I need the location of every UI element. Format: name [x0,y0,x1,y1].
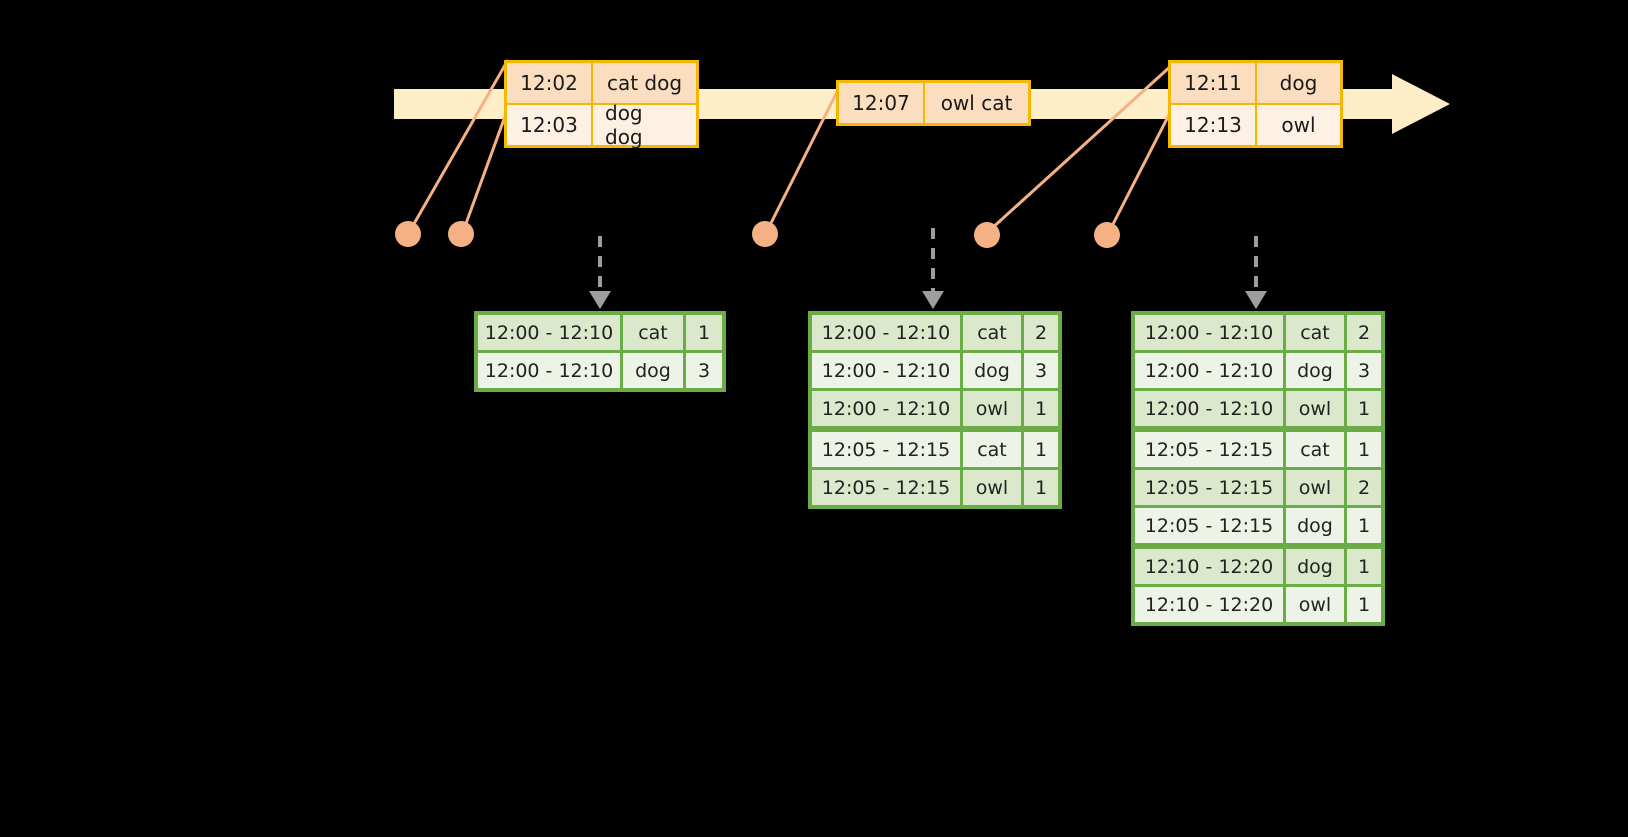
count-cell: 1 [1024,432,1058,467]
event-dot-1213[interactable] [1094,222,1120,248]
key-cell: dog [1286,353,1344,388]
window-cell: 12:05 - 12:15 [1135,470,1283,505]
count-cell: 3 [686,353,722,388]
window-cell: 12:05 - 12:15 [812,432,960,467]
count-cell: 3 [1347,353,1381,388]
event-words: dog [1257,63,1340,103]
window-cell: 12:00 - 12:10 [1135,391,1283,426]
event-time: 12:03 [507,105,593,145]
window-cell: 12:05 - 12:15 [1135,432,1283,467]
event-row[interactable]: 12:02 cat dog [507,63,696,103]
event-time: 12:11 [1171,63,1257,103]
window-cell: 12:00 - 12:10 [1135,315,1283,350]
connector-line-1213 [1108,104,1176,231]
key-cell: owl [1286,587,1344,622]
key-cell: owl [963,470,1021,505]
event-box-1[interactable]: 12:07 owl cat [836,80,1031,126]
count-cell: 1 [686,315,722,350]
window-cell: 12:00 - 12:10 [478,315,620,350]
key-cell: cat [1286,315,1344,350]
count-cell: 1 [1347,587,1381,622]
key-cell: owl [1286,391,1344,426]
event-dot-1207[interactable] [752,221,778,247]
event-row[interactable]: 12:07 owl cat [839,83,1028,123]
window-cell: 12:00 - 12:10 [812,315,960,350]
key-cell: cat [963,432,1021,467]
key-cell: owl [963,391,1021,426]
timeline-arrowhead-icon [1392,74,1450,134]
count-cell: 1 [1347,432,1381,467]
key-cell: cat [1286,432,1344,467]
count-cell: 3 [1024,353,1058,388]
key-cell: dog [623,353,683,388]
emit-arrow-0 [589,236,611,309]
event-time: 12:13 [1171,105,1257,145]
emit-arrow-1 [922,228,944,309]
event-time: 12:07 [839,83,925,123]
event-row[interactable]: 12:11 dog [1171,63,1340,103]
count-cell: 1 [1347,549,1381,584]
connector-line-1202 [409,59,510,230]
count-cell: 2 [1024,315,1058,350]
event-box-2[interactable]: 12:11 dog 12:13 owl [1168,60,1343,148]
event-dot-1202[interactable] [395,221,421,247]
key-cell: cat [623,315,683,350]
key-cell: dog [963,353,1021,388]
window-cell: 12:10 - 12:20 [1135,587,1283,622]
count-cell: 1 [1024,470,1058,505]
count-cell: 1 [1024,391,1058,426]
count-cell: 2 [1347,470,1381,505]
window-cell: 12:05 - 12:15 [1135,508,1283,543]
count-cell: 2 [1347,315,1381,350]
key-cell: dog [1286,549,1344,584]
window-cell: 12:00 - 12:10 [478,353,620,388]
key-cell: cat [963,315,1021,350]
window-cell: 12:00 - 12:10 [812,353,960,388]
event-box-0[interactable]: 12:02 cat dog 12:03 dog dog [504,60,699,149]
key-cell: dog [1286,508,1344,543]
emit-arrow-2 [1245,236,1267,309]
window-cell: 12:00 - 12:10 [1135,353,1283,388]
event-words: owl [1257,105,1340,145]
event-dot-1203[interactable] [448,221,474,247]
count-cell: 1 [1347,508,1381,543]
window-cell: 12:10 - 12:20 [1135,549,1283,584]
event-words: cat dog [593,63,696,103]
event-row[interactable]: 12:03 dog dog [507,101,696,149]
window-cell: 12:00 - 12:10 [812,391,960,426]
event-words: owl cat [925,83,1028,123]
event-time: 12:02 [507,63,593,103]
window-cell: 12:05 - 12:15 [812,470,960,505]
event-row[interactable]: 12:13 owl [1171,103,1340,145]
count-cell: 1 [1347,391,1381,426]
event-words: dog dog [593,101,696,149]
key-cell: owl [1286,470,1344,505]
event-dot-1211[interactable] [974,222,1000,248]
